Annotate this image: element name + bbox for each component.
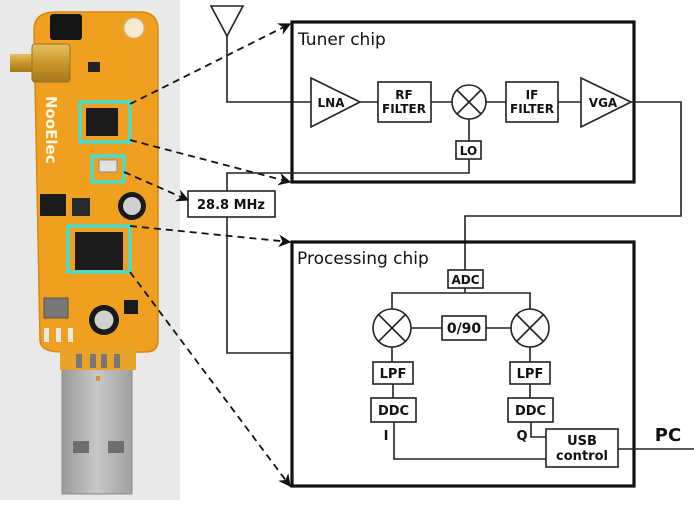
antenna bbox=[209, 5, 311, 103]
tuner-chip: Tuner chip LNA RF FILTER LO IF FILTER VG… bbox=[290, 20, 636, 184]
tuner-chip-title: Tuner chip bbox=[297, 30, 386, 50]
mixer-icon bbox=[451, 84, 487, 120]
usb-plug-slot-right bbox=[108, 441, 124, 453]
callout-lines bbox=[123, 23, 292, 488]
q-output-label: Q bbox=[516, 429, 527, 444]
usb-plug bbox=[61, 367, 133, 495]
eeprom-chip bbox=[40, 194, 66, 216]
wire-ddc-q-usb bbox=[530, 422, 546, 438]
tuner-chip-ic bbox=[86, 108, 118, 136]
lna-block bbox=[310, 76, 362, 129]
crystal-label: 28.8 MHz bbox=[197, 198, 265, 213]
crystal: 28.8 MHz bbox=[187, 190, 276, 218]
mixer-icon bbox=[372, 308, 412, 348]
processing-chip-box bbox=[290, 240, 636, 488]
ddc-q-block bbox=[507, 397, 554, 423]
usb-plug-slot-left bbox=[73, 441, 89, 453]
vga-block bbox=[580, 76, 633, 129]
callout-processing-bottom bbox=[129, 271, 291, 488]
wire-crystal-processing bbox=[226, 217, 292, 354]
pc-label: PC bbox=[655, 425, 681, 446]
pcb-neck bbox=[60, 348, 136, 370]
mixer-icon bbox=[510, 308, 550, 348]
usb-plug-dot bbox=[96, 376, 100, 381]
crystal-component bbox=[98, 159, 118, 173]
usb-control-block bbox=[545, 428, 619, 468]
smd-transistor bbox=[124, 300, 138, 314]
phase-shift-block bbox=[441, 315, 487, 341]
wire-ddc-i-usb bbox=[393, 422, 546, 460]
phase-shift-label: 0/90 bbox=[447, 321, 482, 337]
rf-filter-block bbox=[377, 81, 432, 123]
callout-tuner-top bbox=[129, 23, 292, 105]
antenna-connector bbox=[31, 43, 71, 83]
wire-vga-adc bbox=[464, 101, 682, 270]
usb-control-label-2: control bbox=[556, 449, 608, 464]
usb-pin bbox=[90, 354, 96, 368]
wire-lo-crystal bbox=[226, 159, 470, 192]
usb-pin bbox=[101, 354, 107, 368]
antenna-connector-pin bbox=[10, 54, 36, 72]
rf-filter-label-2: FILTER bbox=[382, 102, 426, 116]
ir-receiver bbox=[50, 14, 82, 40]
tuner-chip-highlight bbox=[78, 100, 132, 144]
smd-resistor bbox=[56, 328, 61, 342]
regulator bbox=[88, 62, 100, 72]
if-filter-label-2: FILTER bbox=[510, 102, 554, 116]
button-switch bbox=[43, 297, 69, 319]
led bbox=[123, 17, 145, 39]
usb-pin bbox=[114, 354, 120, 368]
processing-chip-ic bbox=[75, 232, 123, 270]
adc-label: ADC bbox=[451, 273, 479, 287]
callout-processing-top bbox=[129, 225, 292, 248]
wire-adc-mixers bbox=[391, 292, 531, 310]
smd-resistor bbox=[68, 328, 73, 342]
processing-chip: Processing chip ADC 0/90 LPF DDC I bbox=[290, 240, 636, 488]
antenna-wire bbox=[226, 36, 311, 103]
lpf-q-label: LPF bbox=[517, 367, 544, 382]
i-output-label: I bbox=[384, 429, 389, 444]
mosfet bbox=[72, 198, 90, 216]
capacitor-bottom-cap bbox=[94, 310, 114, 330]
ddc-i-label: DDC bbox=[378, 404, 409, 419]
processing-chip-title: Processing chip bbox=[297, 249, 429, 269]
dongle-photo: NooElec bbox=[0, 0, 180, 500]
if-filter-label-1: IF bbox=[526, 88, 539, 102]
usb-pin bbox=[76, 354, 82, 368]
crystal-block bbox=[187, 190, 276, 218]
vga-label: VGA bbox=[589, 96, 618, 110]
rf-filter-label-1: RF bbox=[395, 88, 412, 102]
processing-chip-highlight bbox=[66, 224, 132, 274]
lpf-i-label: LPF bbox=[380, 367, 407, 382]
capacitor-top-cap bbox=[123, 197, 141, 215]
lo-label: LO bbox=[460, 144, 477, 158]
ddc-q-label: DDC bbox=[515, 404, 546, 419]
brand-text: NooElec bbox=[42, 96, 60, 164]
crystal-highlight bbox=[90, 154, 126, 184]
antenna-icon bbox=[209, 5, 245, 38]
callout-tuner-bottom bbox=[129, 139, 292, 186]
smd-resistor bbox=[44, 328, 49, 342]
usb-control-label-1: USB bbox=[567, 434, 597, 449]
lna-label: LNA bbox=[318, 96, 346, 110]
